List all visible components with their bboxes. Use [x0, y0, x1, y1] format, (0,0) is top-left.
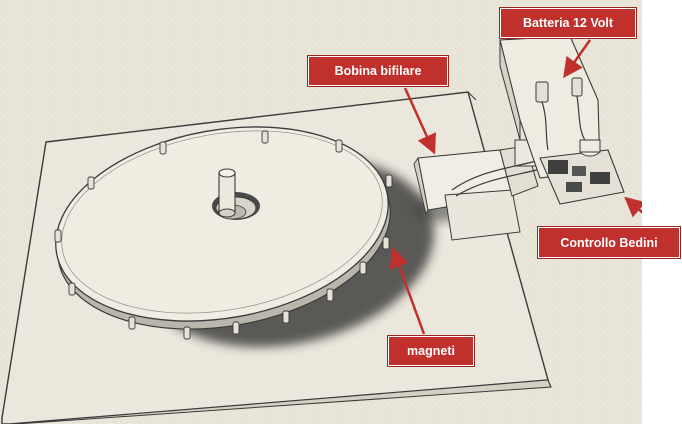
label-magnets: magneti [387, 335, 475, 367]
magnets-arrow [389, 247, 426, 335]
magnet [87, 176, 95, 190]
magnet [385, 174, 393, 188]
magnet [335, 139, 343, 153]
magnet [382, 236, 390, 250]
label-coil: Bobina bifilare [307, 55, 449, 87]
magnet [261, 130, 269, 144]
label-controller: Controllo Bedini [537, 226, 681, 259]
right-margin [642, 0, 682, 424]
magnet [326, 288, 334, 302]
rotor-magnets [54, 130, 393, 340]
magnet [232, 321, 240, 335]
magnet [68, 282, 76, 296]
magnet [159, 141, 167, 155]
magnet [183, 326, 191, 340]
magnet [359, 261, 367, 275]
bifilar-coil [413, 139, 545, 241]
callout-arrows [389, 39, 659, 335]
magnet [54, 229, 62, 243]
rotor-disc [55, 126, 391, 330]
magnet [282, 310, 290, 324]
battery-arrow [563, 39, 592, 79]
magnet [128, 316, 136, 330]
bedini-controller [539, 139, 625, 205]
coil-arrow [403, 87, 436, 155]
rotor-shaft [218, 168, 236, 218]
label-battery: Batteria 12 Volt [499, 7, 637, 39]
